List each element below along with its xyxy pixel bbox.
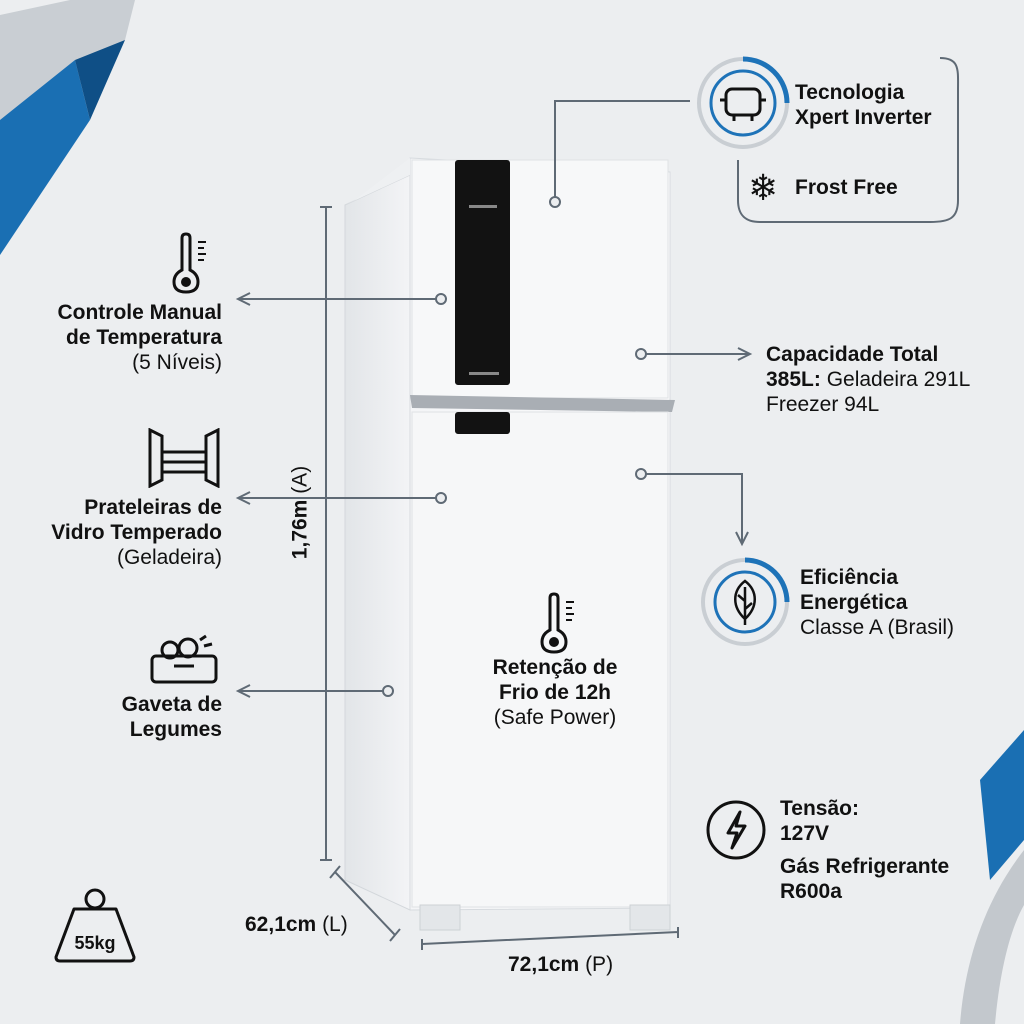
prateleiras-line2: Vidro Temperado: [51, 521, 222, 544]
eficiencia-line3: Classe A (Brasil): [800, 616, 955, 639]
depth-value: 72,1cm: [508, 953, 580, 976]
eficiencia-line2: Energética: [800, 591, 908, 614]
controle-subtitle: (5 Níveis): [132, 351, 222, 374]
height-dimension: 1,76m (A): [288, 408, 313, 618]
controle-line1: Controle Manual: [57, 301, 222, 324]
shelves-icon: [148, 428, 220, 488]
eficiencia-line1: Eficiência: [800, 566, 899, 589]
capacidade-block: Capacidade Total 385L: Geladeira 291L Fr…: [766, 342, 970, 417]
capacidade-freezer: Freezer 94L: [766, 393, 880, 416]
retencao-line2: Frio de 12h: [498, 681, 612, 704]
gas-label: Gás Refrigerante: [780, 855, 950, 878]
prateleiras-title: Prateleiras de Vidro Temperado: [20, 495, 222, 545]
lightning-icon: [706, 800, 766, 860]
depth-unit: (P): [579, 953, 614, 976]
control-panel: [455, 160, 510, 385]
capacidade-line1: Capacidade Total: [766, 343, 939, 366]
height-unit: (A): [288, 465, 312, 500]
weight-icon: [54, 888, 136, 963]
dispenser-handle: [455, 412, 510, 434]
ribbon-bottom-right-silver: [960, 850, 1024, 1024]
retencao-line3: (Safe Power): [493, 706, 617, 729]
vegetable-drawer-icon: [150, 634, 218, 684]
prateleiras-line1: Prateleiras de: [84, 496, 222, 519]
capacidade-geladeira: Geladeira 291L: [820, 368, 971, 391]
capacidade-total-value: 385L:: [766, 368, 821, 391]
controle-title: Controle Manual de Temperatura: [20, 300, 222, 350]
tecnologia-line2: Xpert Inverter: [795, 106, 932, 129]
weight-label: 55kg: [74, 933, 116, 953]
frost-free-label: Frost Free: [795, 176, 898, 199]
gas-value: R600a: [780, 880, 842, 903]
width-unit: (L): [316, 913, 348, 936]
tecnologia-line1: Tecnologia: [795, 81, 905, 104]
leaf-icon: [701, 557, 790, 646]
snowflake-icon: ❄: [748, 167, 779, 208]
tecnologia-title: Tecnologia Xpert Inverter: [795, 80, 932, 130]
width-value: 62,1cm: [245, 913, 317, 936]
thermometer-icon-controle: [172, 232, 206, 294]
freezer-door: [411, 159, 669, 399]
gaveta-title: Gaveta de Legumes: [20, 692, 222, 742]
ribbon-top-left-blue: [0, 60, 90, 255]
height-value: 1,76m: [288, 499, 312, 560]
gaveta-line2: Legumes: [129, 718, 222, 741]
prateleiras-subtitle: (Geladeira): [116, 546, 222, 569]
front-foot-right: [629, 904, 671, 931]
thermometer-icon-retencao: [540, 592, 574, 654]
gaveta-line1: Gaveta de: [121, 693, 222, 716]
ribbon-bottom-right-blue: [980, 730, 1024, 880]
tensao-value: 127V: [780, 822, 830, 845]
refrigerator-illustration: [344, 157, 675, 931]
front-foot-left: [419, 904, 461, 931]
eficiencia-block: Eficiência Energética Classe A (Brasil): [800, 565, 954, 640]
tensao-label: Tensão:: [780, 797, 859, 820]
controle-line2: de Temperatura: [66, 326, 222, 349]
fridge-door: [411, 411, 669, 908]
tensao-block: Tensão: 127V Gás Refrigerante R600a: [780, 796, 949, 904]
retencao-line1: Retenção de: [492, 656, 618, 679]
door-divider-trim: [410, 395, 675, 412]
width-dimension: 62,1cm (L): [245, 912, 348, 937]
depth-dimension: 72,1cm (P): [508, 952, 613, 977]
compressor-icon: [697, 56, 790, 149]
retencao-block: Retenção de Frio de 12h (Safe Power): [455, 655, 655, 730]
